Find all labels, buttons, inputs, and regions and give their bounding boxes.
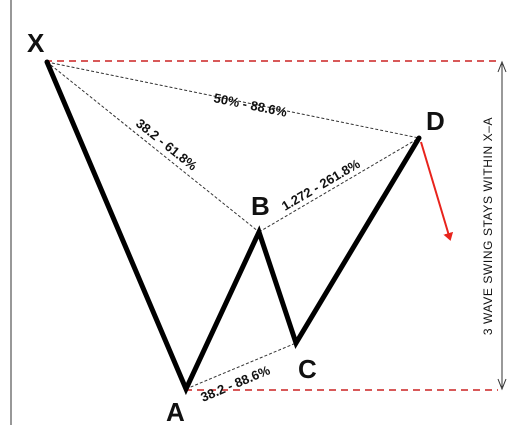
ac-ratio-label: 38.2 - 88.6% <box>198 362 272 404</box>
xb-ratio-label: 38.2 - 61.8% <box>133 116 200 174</box>
reversal-arrow-icon <box>420 141 454 241</box>
bd-extension-line <box>258 137 420 233</box>
point-a-label: A <box>166 397 185 425</box>
range-bracket-bottom-arrow <box>497 378 507 391</box>
xd-retracement-line <box>46 61 420 139</box>
bd-ratio-label: 1.272 - 261.8% <box>279 156 363 214</box>
point-x-label: X <box>27 28 45 58</box>
range-note-vertical: 3 WAVE SWING STAYS WITHIN X–A <box>481 117 495 335</box>
point-b-label: B <box>251 191 270 221</box>
xd-ratio-label: 50% - 88.6% <box>212 90 288 120</box>
point-c-label: C <box>298 354 317 384</box>
wave-path-xabcd <box>44 59 422 396</box>
point-d-label: D <box>426 106 445 136</box>
range-bracket-top-arrow <box>497 60 507 73</box>
xb-retracement-line <box>46 61 260 233</box>
